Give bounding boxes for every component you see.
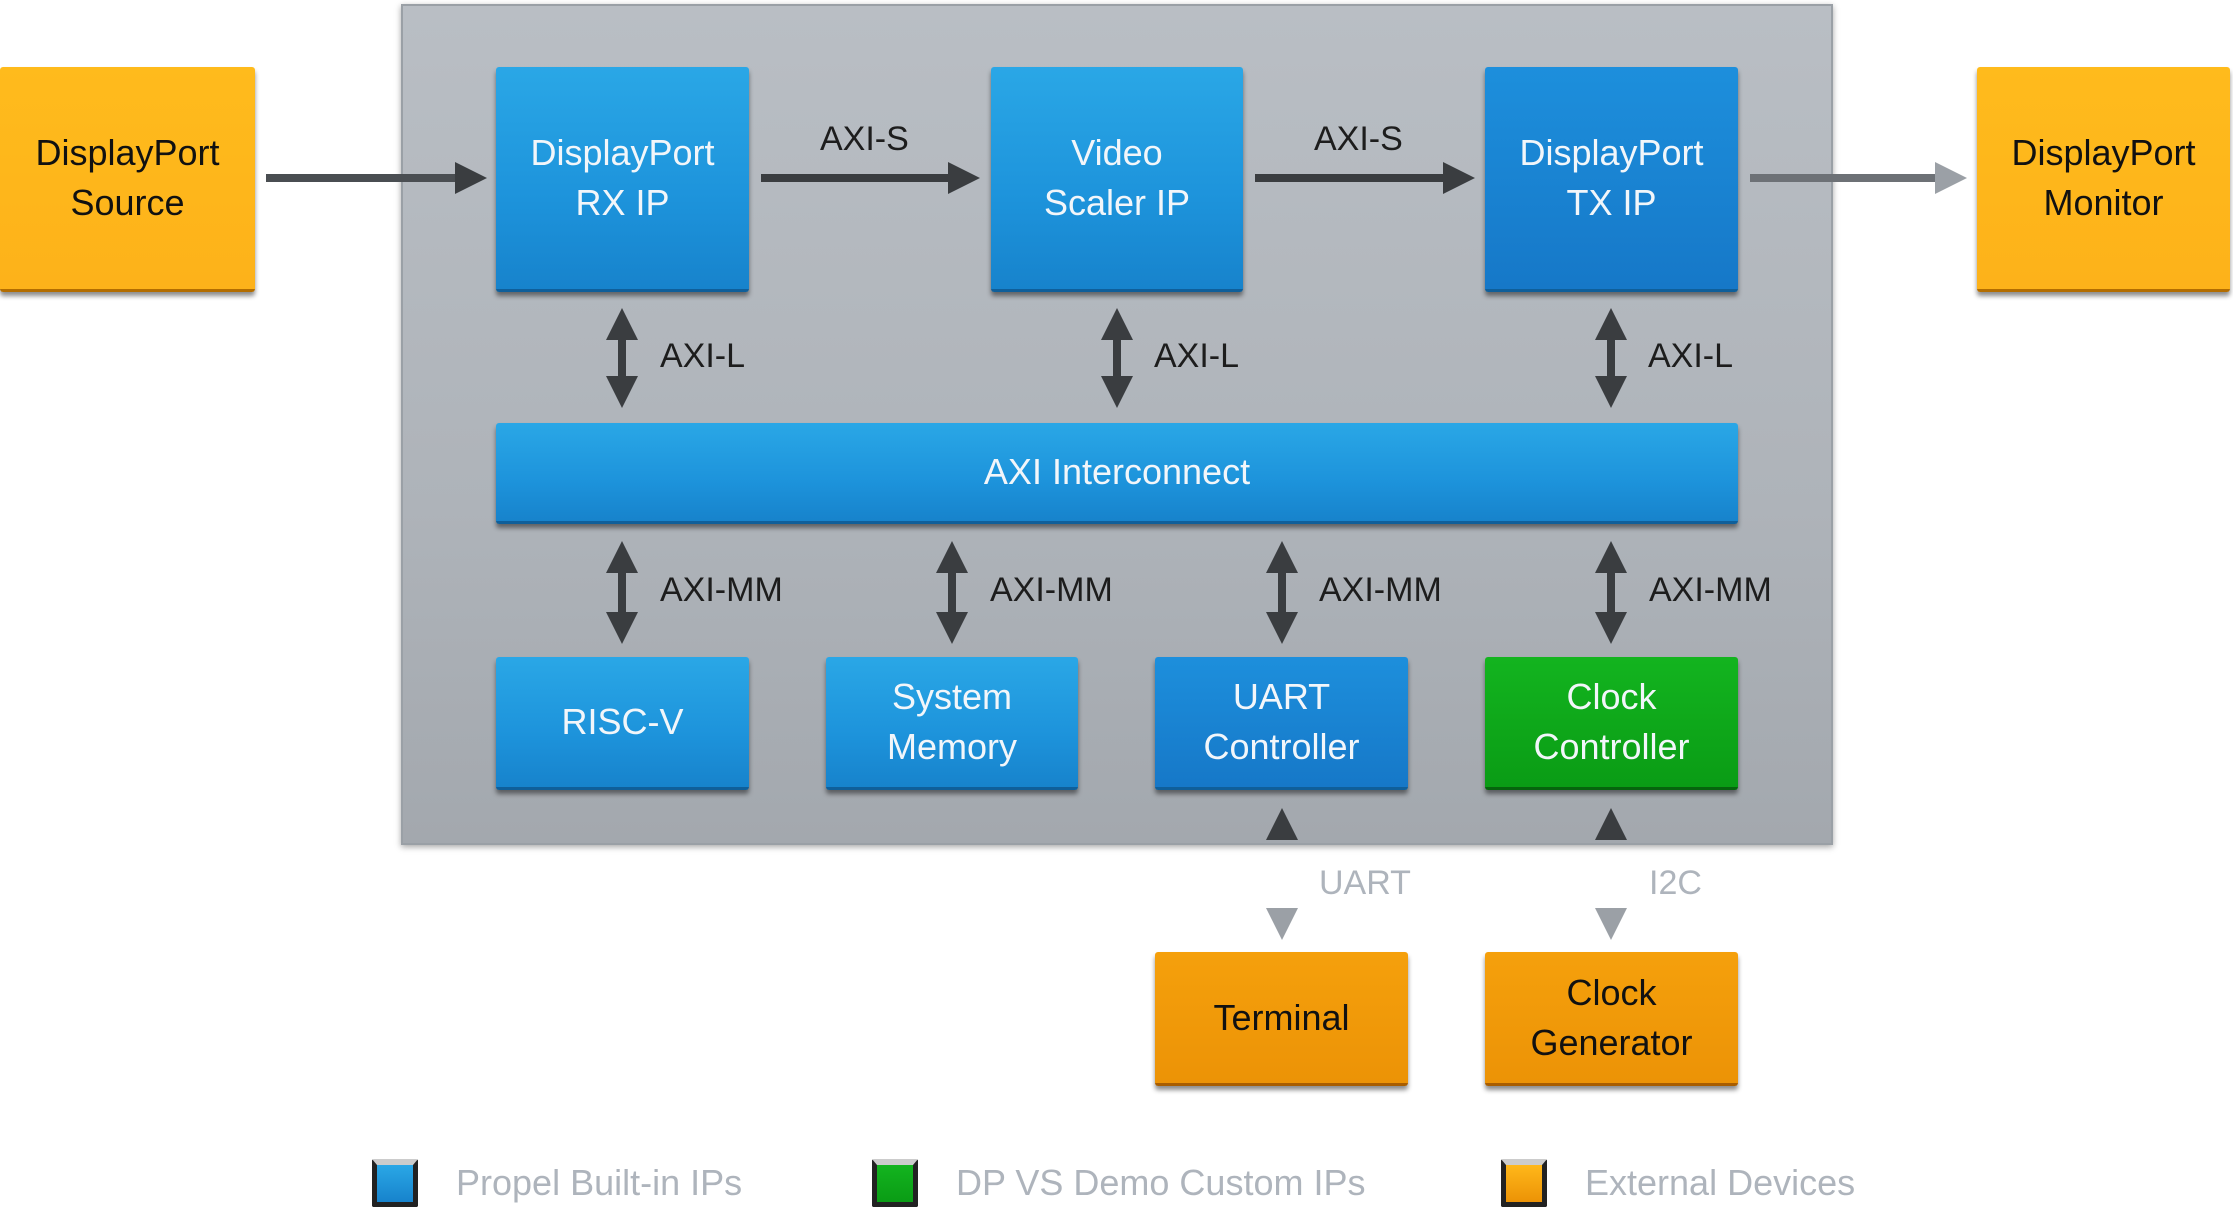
label-axi-mm-4: AXI-MM: [1649, 571, 1772, 609]
legend-item-built-in: Propel Built-in IPs: [372, 1158, 742, 1208]
label-axi-mm-1: AXI-MM: [660, 571, 783, 609]
video-scaler-ip-block: Video Scaler IP: [991, 67, 1243, 292]
terminal-block: Terminal: [1155, 952, 1408, 1086]
displayport-monitor-block: DisplayPort Monitor: [1977, 67, 2230, 292]
label-i2c: I2C: [1649, 864, 1702, 902]
label-axi-mm-3: AXI-MM: [1319, 571, 1442, 609]
uart-controller-block: UART Controller: [1155, 657, 1408, 790]
label-axi-mm-2: AXI-MM: [990, 571, 1113, 609]
legend-swatch-orange: [1501, 1159, 1547, 1207]
displayport-source-block: DisplayPort Source: [0, 67, 255, 292]
label-axi-l-3: AXI-L: [1648, 337, 1734, 375]
label-axi-s-1: AXI-S: [820, 120, 909, 158]
label-axi-l-1: AXI-L: [660, 337, 746, 375]
legend-swatch-green: [872, 1159, 918, 1207]
axi-interconnect-block: AXI Interconnect: [496, 423, 1738, 524]
displayport-tx-ip-block: DisplayPort TX IP: [1485, 67, 1738, 292]
risc-v-block: RISC-V: [496, 657, 749, 790]
label-axi-l-2: AXI-L: [1154, 337, 1240, 375]
system-memory-block: System Memory: [826, 657, 1078, 790]
clock-generator-block: Clock Generator: [1485, 952, 1738, 1086]
legend-item-custom: DP VS Demo Custom IPs: [872, 1158, 1365, 1208]
label-uart: UART: [1319, 864, 1411, 902]
clock-controller-block: Clock Controller: [1485, 657, 1738, 790]
legend-item-external: External Devices: [1501, 1158, 1855, 1208]
label-axi-s-2: AXI-S: [1314, 120, 1403, 158]
legend-swatch-blue: [372, 1159, 418, 1207]
displayport-rx-ip-block: DisplayPort RX IP: [496, 67, 749, 292]
